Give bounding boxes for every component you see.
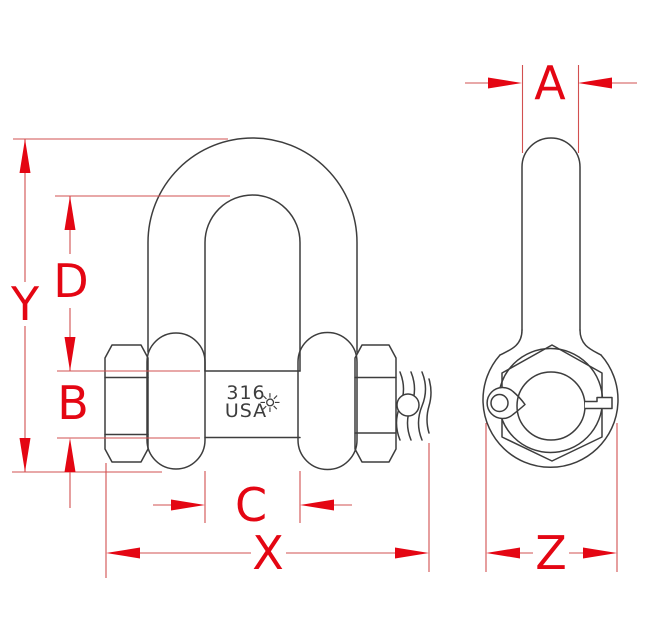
bolt-head-outline: [354, 344, 397, 463]
hex-nut-outline: [104, 344, 149, 463]
bow-inner-outline: [204, 194, 301, 372]
arrow-a-left: [488, 77, 522, 89]
dim-label-b: B: [57, 376, 89, 430]
left-ear-outline: [146, 332, 206, 470]
dim-label-d: D: [53, 254, 88, 308]
dimensions: A Y D B C X Z: [10, 56, 637, 580]
dim-label-z: Z: [535, 526, 567, 580]
dimension-arrows: [19, 77, 617, 559]
right-ear-outline: [297, 331, 358, 471]
bolt-head-facets: [354, 376, 397, 434]
arrow-x-right: [395, 547, 429, 559]
dim-label-y: Y: [10, 277, 40, 331]
cotter-pin-bar: [585, 396, 613, 410]
side-view: [482, 137, 619, 469]
pin-end-circle: [516, 371, 586, 441]
dim-label-a: A: [534, 56, 566, 110]
bow-outer-outline: [147, 137, 358, 353]
material-stamp: 316 USA ☼: [225, 382, 282, 422]
arrow-z-left: [486, 547, 520, 559]
stamp-text-line1: 316: [226, 382, 265, 404]
sun-mark-icon: ☼: [258, 389, 281, 419]
arrow-y-up: [19, 139, 31, 173]
hex-nut-facets: [104, 376, 149, 436]
arrow-d-up: [64, 196, 76, 230]
pin-shaft-edges: [204, 370, 301, 439]
eye-outer-outline: [482, 354, 619, 469]
arrow-y-down: [19, 438, 31, 472]
arrow-c-left: [171, 499, 205, 511]
arrow-x-left: [106, 547, 140, 559]
arrow-c-right: [300, 499, 334, 511]
arrow-z-right: [583, 547, 617, 559]
cotter-pin-hole: [396, 393, 420, 417]
stamp-text-line2: USA: [225, 400, 267, 422]
shank-outline: [521, 137, 581, 331]
front-view: 316 USA ☼: [104, 137, 432, 471]
cotter-pin-ring-hole: [490, 393, 509, 413]
dim-label-x: X: [252, 526, 284, 580]
dim-label-c: C: [235, 478, 267, 532]
arrow-d-down: [64, 337, 76, 371]
arrow-a-right: [578, 77, 612, 89]
hex-nut-end-view: [501, 344, 603, 462]
arrow-b-up: [64, 438, 76, 472]
shank-flares: [499, 329, 602, 356]
